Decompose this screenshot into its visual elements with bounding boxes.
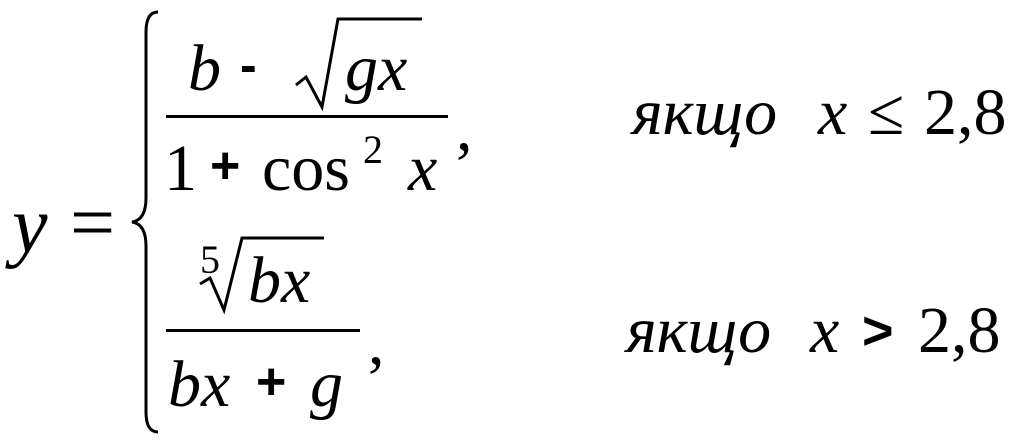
equals-sign: = — [70, 179, 116, 267]
case2-denominator-bx: bx — [168, 348, 231, 421]
case1-condition-x: x — [818, 76, 848, 149]
case1-denominator-cos: cos — [262, 132, 350, 205]
case1-sqrt-radical-icon — [295, 17, 422, 112]
case1-denominator-one: 1 — [164, 132, 197, 205]
case1-denominator-exponent: 2 — [363, 127, 383, 172]
case2-condition-word: якщо — [626, 294, 772, 367]
case1-condition-value: 2,8 — [924, 76, 1007, 149]
case2-comma: , — [368, 306, 385, 379]
case1-denominator-x: x — [408, 132, 438, 205]
case2-denominator-plus: + — [256, 353, 287, 411]
case2-root-radicand: bx — [248, 244, 311, 317]
case1-numerator-minus: - — [240, 37, 257, 93]
lhs-variable-y: y — [12, 182, 48, 270]
case2-condition-x: x — [810, 294, 840, 367]
case1-condition-relation: ≤ — [868, 76, 905, 149]
case2-condition-value: 2,8 — [918, 294, 1001, 367]
case1-comma: , — [456, 92, 473, 165]
case1-denominator-plus: + — [210, 137, 241, 195]
case1-condition-word: якщо — [632, 76, 778, 149]
case2-root-index: 5 — [200, 237, 220, 282]
case2-condition-relation: > — [862, 301, 894, 361]
case2-denominator-g: g — [310, 348, 343, 421]
case2-fraction-bar — [166, 329, 360, 332]
left-curly-brace — [131, 10, 159, 434]
case1-fraction-bar — [166, 115, 448, 118]
case1-sqrt-radicand: gx — [345, 32, 408, 105]
case2-fifth-root-radical-icon — [199, 236, 324, 315]
case1-numerator-b: b — [188, 32, 221, 105]
